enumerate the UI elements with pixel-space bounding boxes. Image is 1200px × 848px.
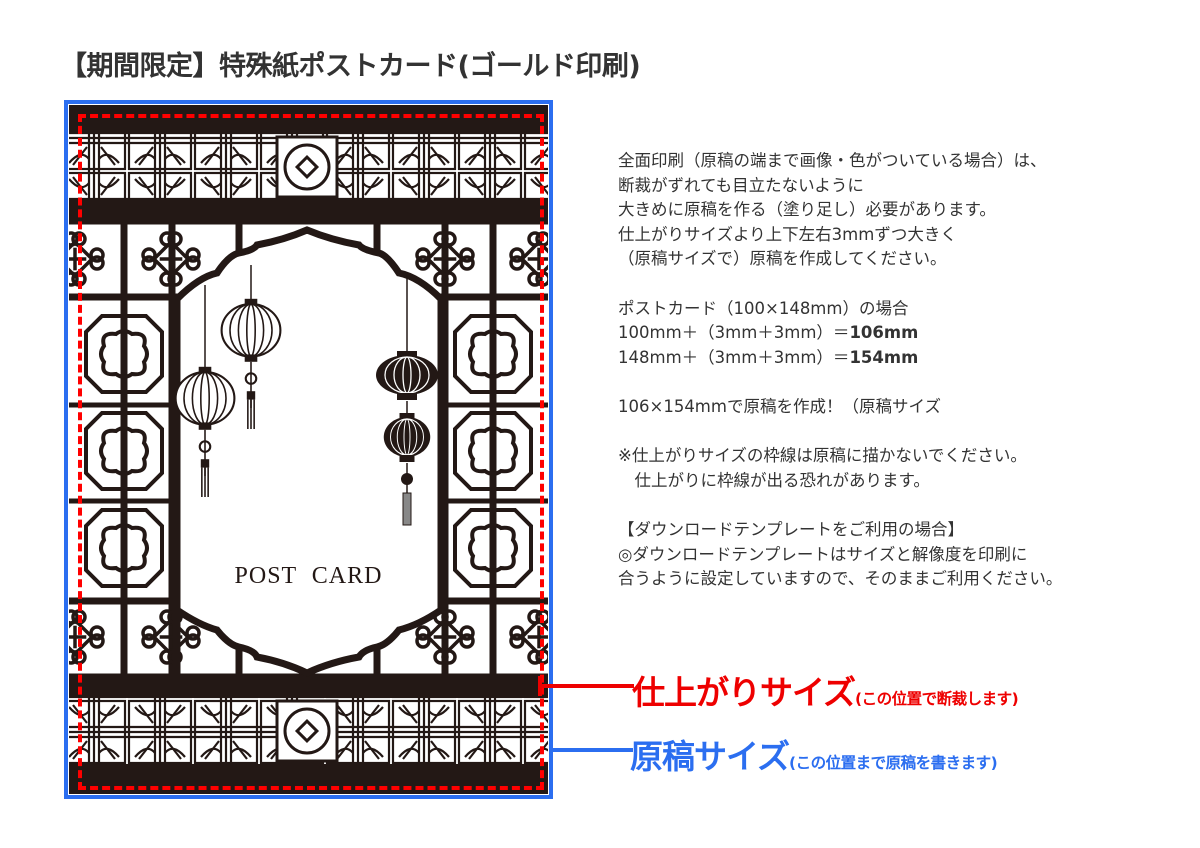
trim-callout-tick: [538, 676, 542, 696]
note-line: ◎ダウンロードテンプレートはサイズと解像度を印刷に: [618, 544, 1028, 564]
bleed-size-note: (この位置まで原稿を書きます): [789, 754, 998, 772]
note-line: 断裁がずれても目立たないように: [618, 175, 864, 195]
postcard-artwork: POST CARD: [69, 105, 548, 794]
trim-size-title: 仕上がりサイズ: [632, 673, 856, 712]
trim-size-frame: [78, 114, 544, 790]
note-line: 仕上がりサイズより上下左右3mmずつ大きく: [618, 224, 957, 244]
page-title: 【期間限定】特殊紙ポストカード(ゴールド印刷): [60, 51, 641, 82]
note-line: 大きめに原稿を作る（塗り足し）必要があります。: [618, 200, 996, 220]
result-height: 154mm: [849, 347, 919, 367]
instructions-text: 全面印刷（原稿の端まで画像・色がついている場合）は、 断裁がずれても目立たないよ…: [618, 149, 1062, 592]
note-line: ポストカード（100×148mm）の場合: [618, 298, 909, 318]
trim-callout-line: [540, 684, 634, 688]
note-line: 仕上がりに枠線が出る恐れがあります。: [618, 470, 930, 490]
note-line: 【ダウンロードテンプレートをご利用の場合】: [618, 519, 965, 539]
trim-size-note: (この位置で断裁します): [855, 690, 1019, 708]
note-line: ※仕上がりサイズの枠線は原稿に描かないでください。: [618, 446, 1027, 466]
postcard-illustration: [69, 134, 548, 764]
bleed-size-frame: [64, 100, 553, 799]
note-line: 100mm＋（3mm＋3mm）＝: [618, 323, 850, 343]
note-line: 106×154mmで原稿を作成！（原稿サイズ: [618, 396, 941, 416]
trim-size-label: 仕上がりサイズ(この位置で断裁します): [632, 666, 1019, 714]
bleed-callout-line: [553, 748, 633, 752]
note-line: 148mm＋（3mm＋3mm）＝: [618, 347, 850, 367]
bleed-size-label: 原稿サイズ(この位置まで原稿を書きます): [630, 730, 998, 778]
note-line: 合うように設定していますので、そのままご利用ください。: [618, 569, 1063, 589]
result-width: 106mm: [849, 323, 919, 343]
note-line: （原稿サイズで）原稿を作成してください。: [618, 249, 947, 269]
note-line: 全面印刷（原稿の端まで画像・色がついている場合）は、: [618, 151, 1047, 170]
postcard-label: POST CARD: [234, 563, 383, 589]
bleed-size-title: 原稿サイズ: [630, 737, 790, 776]
